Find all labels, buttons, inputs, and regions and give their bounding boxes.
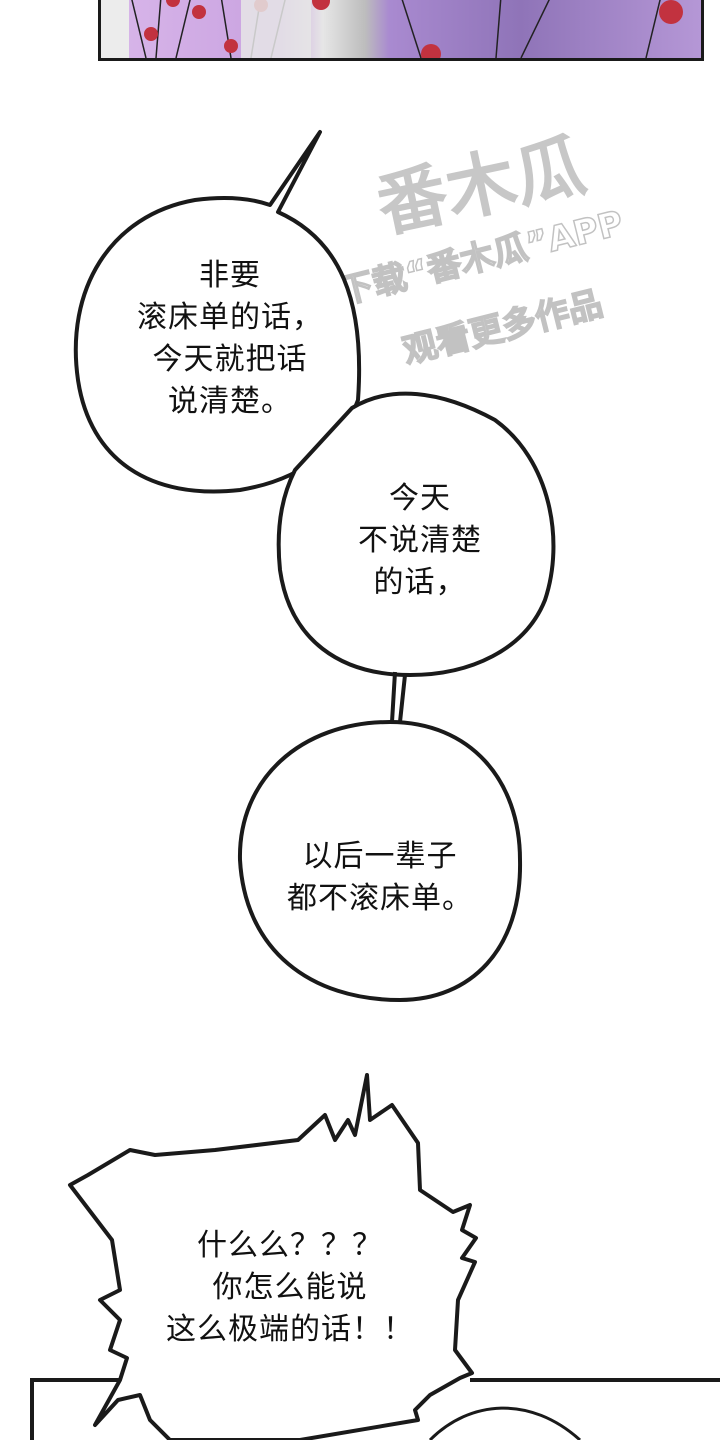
speech-bubble-4-spiky	[68, 1073, 478, 1440]
comic-panel-top	[98, 0, 704, 61]
bubble-1-text: 非要 滚床单的话， 今天就把话 说清楚。	[137, 258, 323, 419]
speech-bubble-1	[73, 130, 362, 494]
speech-bubble-2	[276, 391, 556, 677]
bubble-4-text: 什么么？？？ 你怎么能说 这么极端的话！！	[166, 1228, 414, 1347]
candy-apple-art	[101, 0, 683, 58]
bubble-2-text: 今天 不说清楚 的话，	[358, 481, 482, 600]
speech-bubble-3	[237, 720, 523, 1002]
bubble-3-text: 以后一辈子 都不滚床单。	[287, 839, 473, 916]
